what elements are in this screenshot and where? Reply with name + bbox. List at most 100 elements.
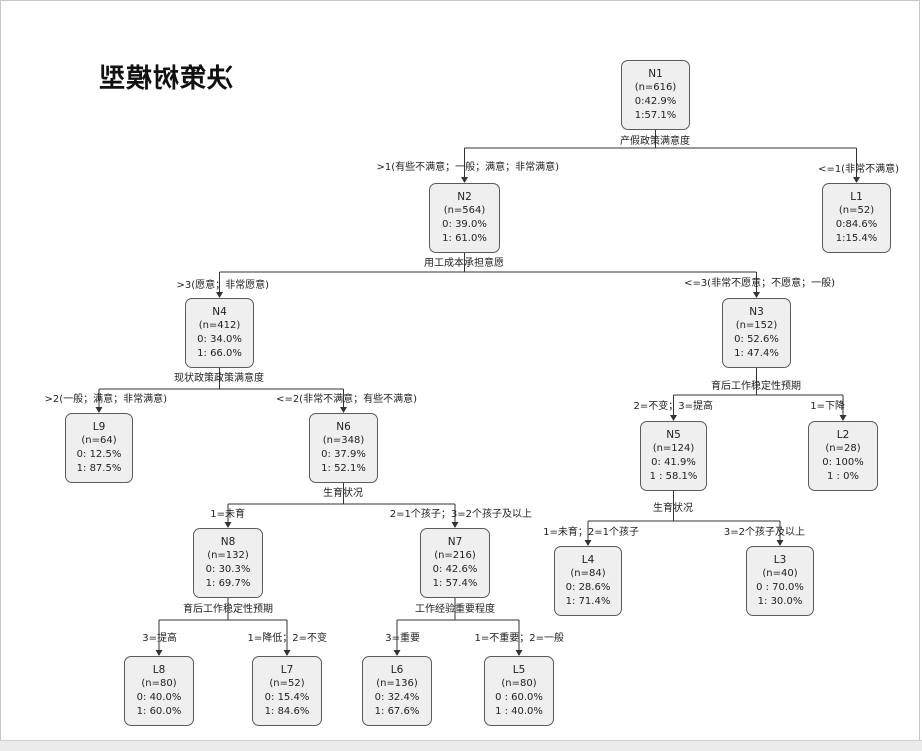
node-count: (n=40) [762,568,798,579]
node-id: L6 [390,664,404,676]
node-count: (n=132) [207,550,249,561]
tree-node-n6: N6 (n=348) 0: 37.9% 1: 52.1% [309,413,378,483]
node-class0: 0: 41.9% [651,457,696,468]
node-class0: 0: 15.4% [264,692,310,703]
edge-label-n2-n4: >3(愿意；非常愿意) [176,280,269,291]
node-count: (n=412) [198,320,241,331]
node-class1: 1 : 58.1% [649,471,698,482]
node-id: L7 [280,664,294,676]
tree-node-n5: N5 (n=124) 0: 41.9% 1 : 58.1% [640,421,707,491]
edge-label-n4-n6: <=2(非常不满意；有些不满意) [276,394,417,405]
edge-arrow-l6 [393,650,401,656]
tree-leaf-l3: L3 (n=40) 0 : 70.0% 1: 30.0% [746,546,814,616]
node-id: L2 [836,429,850,441]
node-class0: 0: 32.4% [374,692,420,703]
node-class0: 0: 100% [822,457,864,468]
node-id: N7 [447,536,463,548]
edge-label-n6-n7: 2=1个孩子；3=2个孩子及以上 [390,509,533,520]
node-class1: 1: 84.6% [264,706,310,717]
edge-arrow-l3 [776,540,784,546]
node-count: (n=124) [652,443,695,454]
node-count: (n=64) [81,435,117,446]
edge-arrow-n5 [670,415,677,421]
node-count: (n=28) [825,443,861,454]
node-class0: 0: 52.6% [734,334,779,345]
edge-arrow-n6 [340,407,347,413]
node-id: N1 [648,68,663,80]
split-variable-n1: 产假政策满意度 [620,136,691,147]
edge-label-n1-l1: <=1(非常不满意) [818,164,899,175]
node-count: (n=348) [322,435,365,446]
edge-arrow-l2 [839,415,847,421]
node-class0: 0 : 60.0% [495,692,543,703]
window-bottom-bar [0,740,922,751]
edge-label-n2-n3: <=3(非常不愿意；不愿意；一般) [684,278,835,289]
tree-leaf-l7: L7 (n=52) 0: 15.4% 1: 84.6% [252,656,322,726]
node-id: L1 [850,191,863,203]
split-variable-n6: 生育状况 [323,488,364,499]
edge-arrow-n4 [216,292,223,298]
node-class0: 0: 40.0% [136,692,182,703]
node-id: N2 [457,191,472,203]
node-class0: 0:42.9% [634,96,677,107]
node-class0: 0 : 70.0% [756,582,804,593]
node-id: L9 [92,421,106,433]
node-class1: 1: 57.4% [432,578,478,589]
node-class0: 0:84.6% [835,219,878,230]
split-variable-n8: 育后工作稳定性预期 [183,604,273,615]
node-count: (n=52) [269,678,305,689]
edge-label-n8-l8: 3=提高 [142,633,177,644]
edge-arrow-l8 [155,650,163,656]
node-class0: 0: 34.0% [197,334,242,345]
edge-label-n3-l2: 1=下降 [810,401,845,412]
tree-node-n8: N8(n=132)0: 30.3%1: 69.7% [193,528,263,598]
node-id: N4 [212,306,227,318]
edge-arrow-n8 [224,522,232,528]
node-id: N5 [666,429,681,441]
node-class1: 1:15.4% [835,233,878,244]
node-class1: 1:57.1% [634,110,677,121]
tree-leaf-l2: L2(n=28)0: 100%1 : 0% [808,421,878,491]
node-class1: 1: 30.0% [757,596,803,607]
node-class0: 0: 37.9% [321,449,366,460]
tree-leaf-l8: L8(n=80)0: 40.0%1: 60.0% [124,656,194,726]
edge-arrow-l9 [95,407,103,413]
split-variable-n3: 育后工作稳定性预期 [711,381,802,392]
node-id: L4 [581,554,595,566]
node-count: (n=80) [501,678,537,689]
node-class1: 1: 87.5% [76,463,122,474]
node-id: L3 [773,554,787,566]
edge-label-n3-n5: 2=不变；3=提高 [634,401,714,412]
tree-leaf-l9: L9(n=64)0: 12.5%1: 87.5% [65,413,133,483]
tree-node-n7: N7(n=216)0: 42.6%1: 57.4% [420,528,490,598]
node-class1: 1 : 40.0% [495,706,543,717]
edge-label-n6-n8: 1=未育 [210,509,245,520]
node-count: (n=136) [376,678,418,689]
edge-label-n8-l7: 1=降低；2=不变 [248,633,328,644]
edge-label-n5-l4: 1=未育；2=1个孩子 [543,527,639,538]
edge-arrow-n3 [753,292,760,298]
node-class1: 1: 52.1% [321,463,366,474]
node-id: N6 [336,421,351,433]
tree-leaf-l1: L1(n=52)0:84.6%1:15.4% [822,183,891,253]
split-variable-n7: 工作经验重要程度 [415,604,495,615]
split-variable-n5: 生育状况 [653,503,694,514]
node-class1: 1: 67.6% [374,706,420,717]
node-count: (n=152) [735,320,778,331]
node-class1: 1: 69.7% [205,578,251,589]
tree-node-n2: N2(n=564)0: 39.0%1: 61.0% [429,183,500,253]
node-class1: 1: 66.0% [197,348,242,359]
edge-arrow-l7 [283,650,291,656]
node-class0: 0: 39.0% [442,219,487,230]
node-class1: 1: 60.0% [136,706,182,717]
edge-arrow-n2 [461,177,468,183]
tree-node-n3: N3(n=152)0: 52.6%1: 47.4% [722,298,791,368]
node-count: (n=80) [141,678,177,689]
edge-label-n7-l5: 1=不重要；2=一般 [475,633,565,644]
node-class1: 1: 71.4% [565,596,611,607]
edge-arrow-l5 [515,650,523,656]
split-variable-n2: 用工成本承担意愿 [424,258,505,269]
node-class0: 0: 28.6% [565,582,611,593]
